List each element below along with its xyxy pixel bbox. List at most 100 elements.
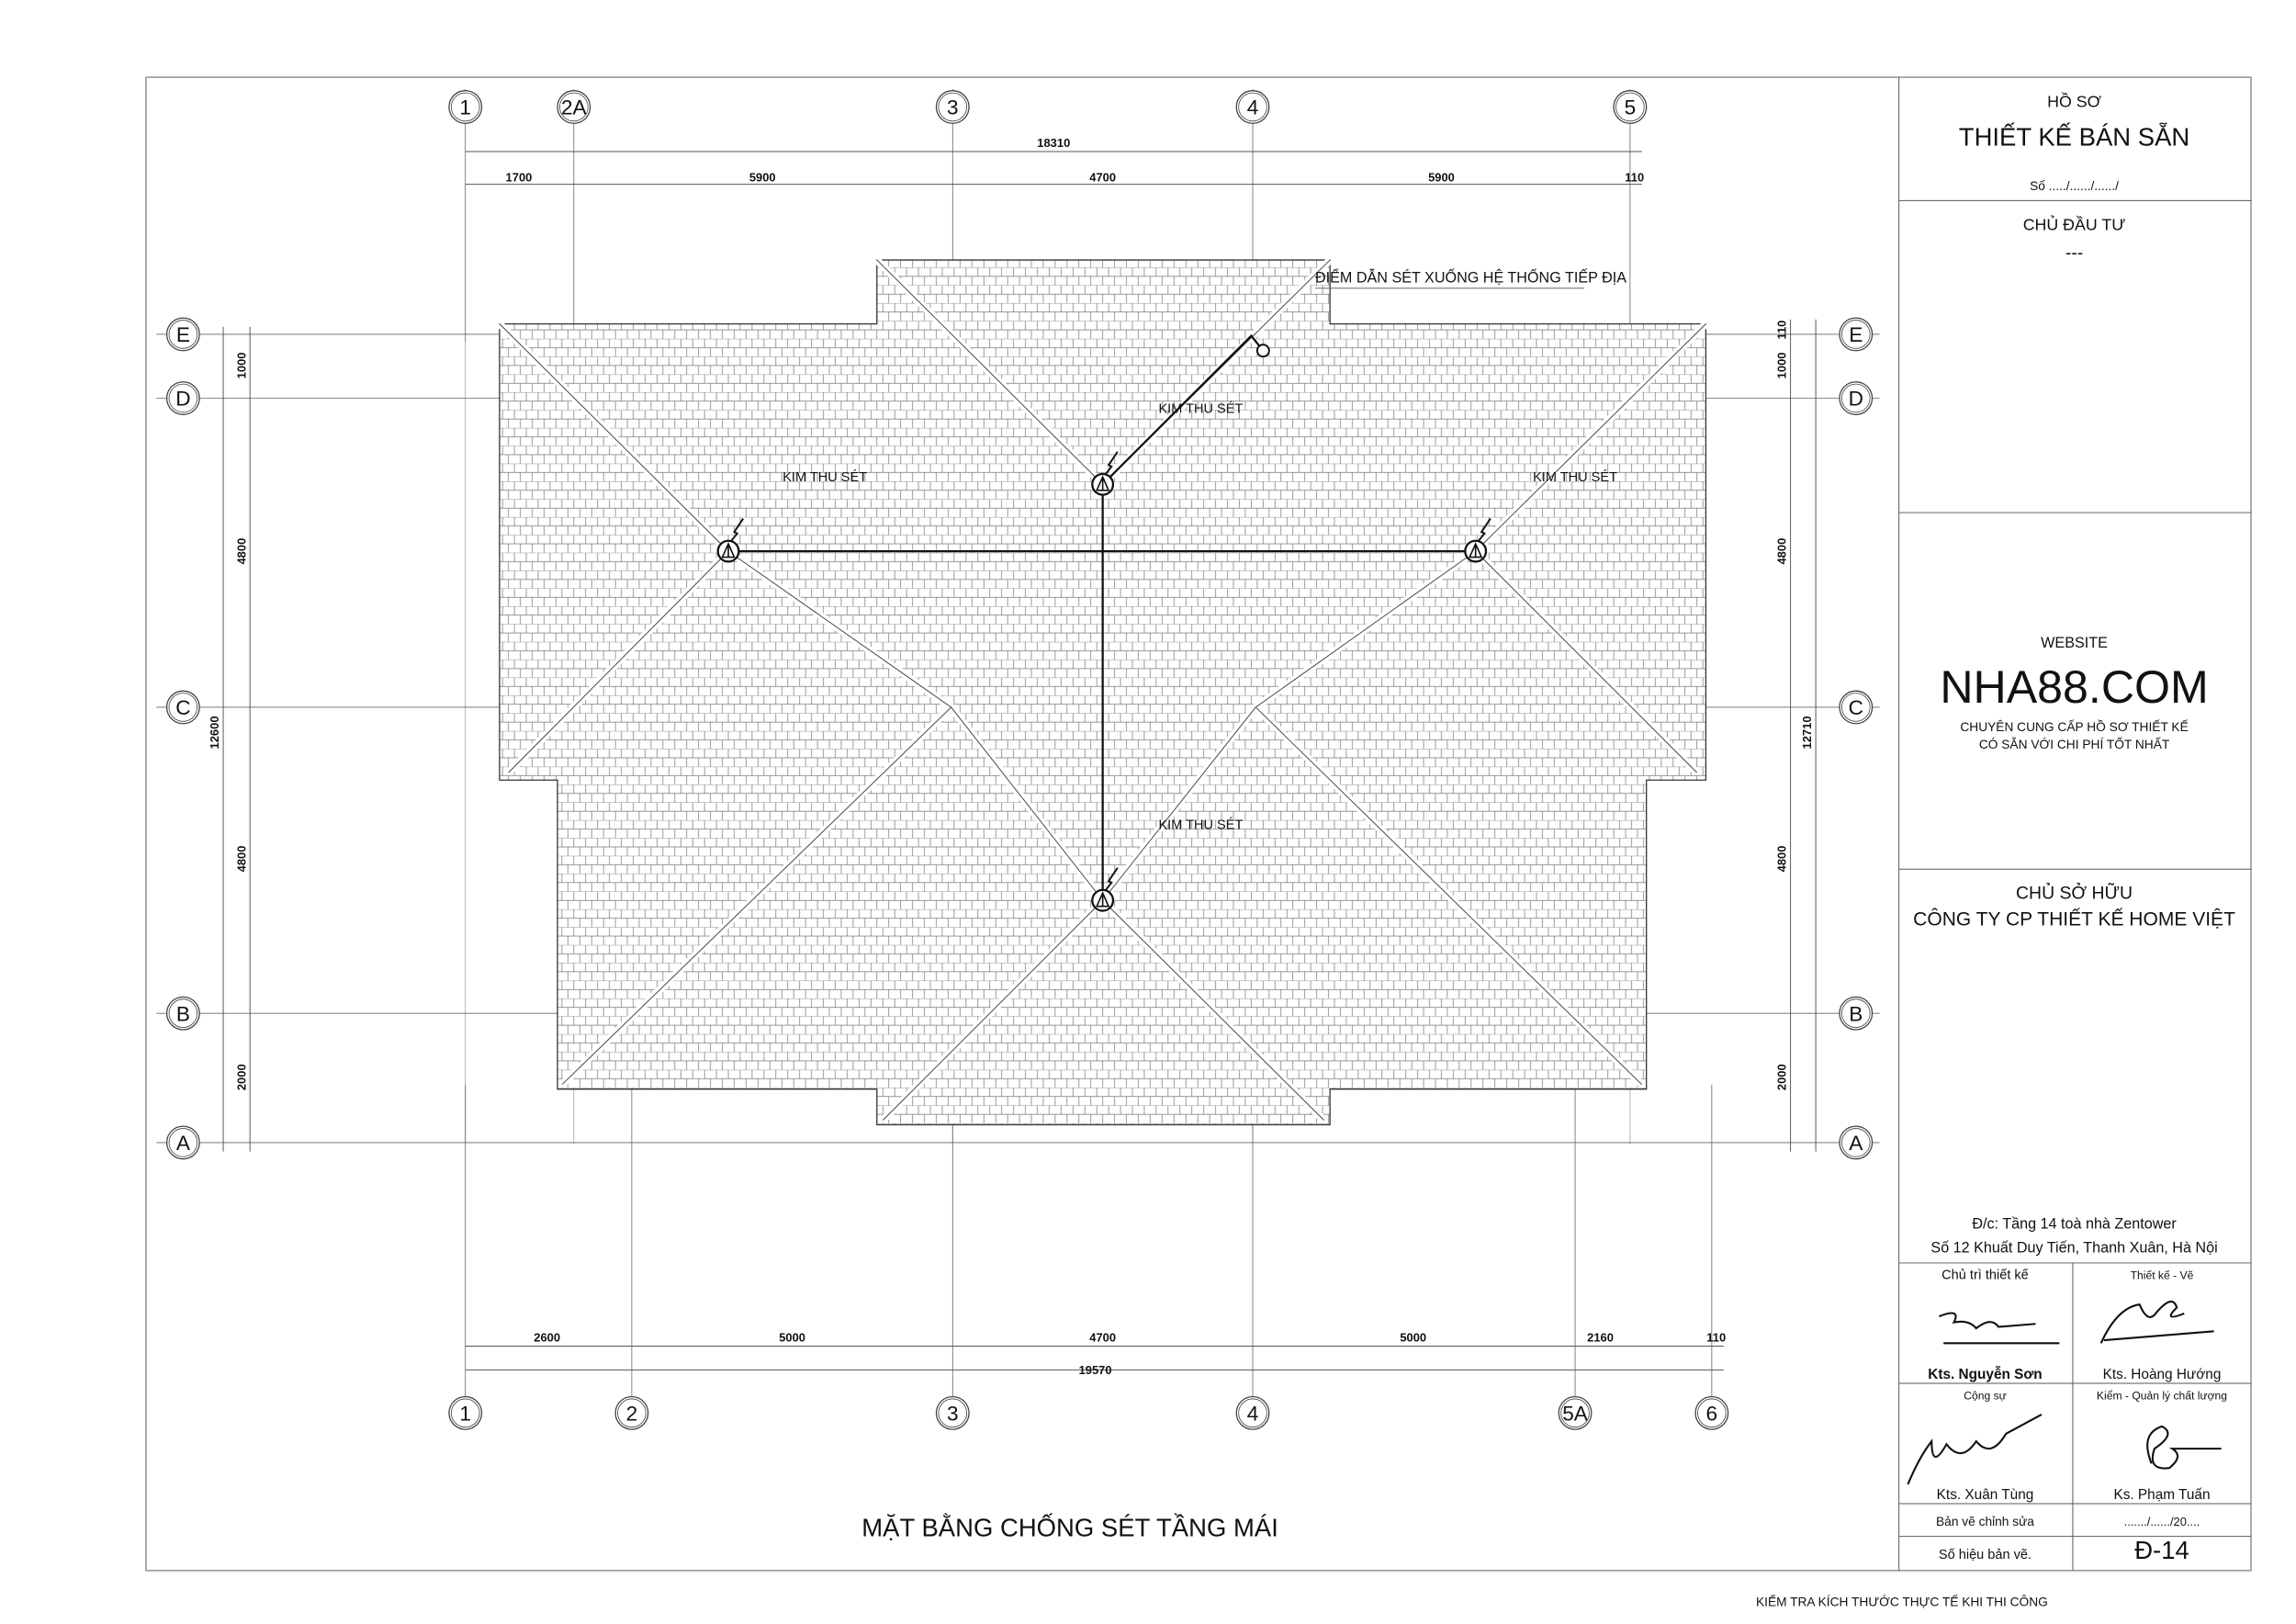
dimension-segment: 4800 [1775,846,1789,873]
grid-bubble-right: C [1839,690,1874,725]
grid-label: D [1849,388,1863,411]
grid-label: D [175,388,190,411]
lightning-rod-icon [1091,867,1119,912]
drawing-title: MẶT BẰNG CHỐNG SÉT TẦNG MÁI [861,1513,1278,1542]
grid-bubble-right: A [1839,1125,1874,1160]
rod-label-bottom: KIM THU SÉT [1158,818,1243,833]
grid-label: 4 [1247,96,1259,119]
grid-label: 6 [1706,1402,1718,1425]
dimension-segment: 4800 [234,538,248,565]
dimension-segment: 2160 [1587,1331,1614,1345]
dimension-segment: 5000 [1400,1331,1426,1345]
grid-label: E [176,323,190,346]
dimension-segment: 5900 [1428,170,1455,184]
grid-bubble-left: C [165,690,200,725]
address-line-2: Số 12 Khuất Duy Tiến, Thanh Xuân, Hà Nội [1930,1240,2217,1257]
sheet-number: Đ-14 [2134,1536,2189,1564]
grid-label: B [1849,1002,1863,1025]
grid-label: C [1849,696,1863,719]
investor-label: CHỦ ĐẦU TƯ [2023,215,2126,234]
role-label: Thiết kế - Vẽ [2131,1269,2194,1282]
role-label: Chủ trì thiết kế [1941,1269,2029,1283]
grid-label: 5A [1562,1402,1589,1425]
lightning-rod-icon [1464,517,1491,563]
grid-label: 3 [947,96,959,119]
owner-label: CHỦ SỞ HỮU [2016,882,2133,904]
title-block: HỒ SƠ THIẾT KẾ BÁN SẴN Số ...../....../.… [1898,91,2252,1571]
rod-label-left: KIM THU SÉT [782,469,867,485]
website: NHA88.COM [1940,661,2208,713]
grid-bubble-right: E [1839,317,1874,352]
grid-bubble-bottom: 6 [1694,1395,1729,1430]
grid-label: 1 [459,1402,471,1425]
grid-bubble-left: D [165,381,200,415]
dimension-segment: 1700 [506,170,533,184]
dimension-segment: 2000 [1775,1064,1789,1090]
grid-bubble-left: E [165,317,200,352]
grid-bubble-bottom: 5A [1558,1395,1593,1430]
owner-name: CÔNG TY CP THIẾT KẾ HOME VIỆT [1913,909,2235,930]
dimension-segment: 110 [1706,1331,1726,1345]
grid-label: 1 [459,96,471,119]
address-line-1: Đ/c: Tầng 14 toà nhà Zentower [1972,1216,2177,1233]
grid-label: 5 [1625,96,1637,119]
grid-label: B [176,1002,190,1025]
grid-bubble-top: 4 [1235,90,1270,124]
dimension-total: 12710 [1800,716,1814,749]
dimension-segment: 1000 [234,353,248,379]
dimension-total: 18310 [1037,136,1070,150]
ground-point-icon [1255,344,1270,358]
lightning-rod-icon [1091,451,1119,496]
signature-icon [1907,1300,2222,1485]
grid-bubble-bottom: 3 [935,1395,970,1430]
role-label: Cộng sự [1964,1390,2007,1403]
investor-value: --- [2065,242,2083,263]
grid-bubble-top: 3 [935,90,970,124]
grid-label: 2 [626,1402,638,1425]
person-name: Kts. Nguyễn Sơn [1928,1367,2042,1382]
dimension-segment: 4800 [1775,538,1789,565]
person-name: Ks. Phạm Tuấn [2113,1487,2210,1503]
role-label: Kiểm - Quản lý chất lượng [2097,1390,2227,1403]
revision-date: ......./....../20.... [2124,1515,2200,1528]
dossier-label: HỒ SƠ [2047,91,2101,110]
dimension-segment: 2000 [234,1064,248,1090]
grid-label: C [175,696,190,719]
dimension-segment: 4700 [1089,170,1116,184]
sheet-number-label: Số hiệu bản vẽ. [1939,1548,2032,1562]
tagline-2: CÓ SẴN VỚI CHI PHÍ TỐT NHẤT [1979,736,2170,751]
sheet-frame [145,76,2252,1572]
dimension-segment: 4800 [234,846,248,873]
dimension-segment: 1000 [1775,353,1789,379]
grid-label: A [1849,1132,1863,1155]
grid-label: 2A [561,96,588,119]
grid-label: A [176,1132,191,1155]
grid-bubble-bottom: 1 [448,1395,483,1430]
grid-bubble-top: 1 [448,90,483,124]
grid-bubble-bottom: 2 [614,1395,649,1430]
lightning-rod-icon [716,517,745,563]
dimension-total: 19570 [1079,1363,1112,1377]
grid-bubble-top: 5 [1613,90,1648,124]
grid-bubble-left: A [165,1125,200,1160]
person-name: Kts. Hoàng Hướng [2103,1367,2222,1382]
dimension-segment: 5900 [749,170,776,184]
dimension-segment: 110 [1775,321,1789,340]
dossier-number: Số ...../....../....../ [2030,179,2119,193]
grid-bubble-right: B [1839,996,1874,1031]
tagline-1: CHUYÊN CUNG CẤP HỒ SƠ THIẾT KẾ [1960,718,2188,734]
grid-bubble-right: D [1839,381,1874,415]
grid-label: E [1849,323,1863,346]
grid-bubble-left: B [165,996,200,1031]
grid-label: 4 [1247,1402,1259,1425]
rod-label-right: KIM THU SÉT [1533,469,1617,485]
dimension-segment: 2600 [534,1331,560,1345]
dimension-segment: 5000 [779,1331,805,1345]
footer-note: KIỂM TRA KÍCH THƯỚC THỰC TẾ KHI THI CÔNG [1756,1594,2048,1609]
dimension-segment: 110 [1625,170,1644,184]
grid-label: 3 [947,1402,959,1425]
ground-callout: ĐIỂM DẪN SÉT XUỐNG HỆ THỐNG TIẾP ĐỊA [1315,267,1626,286]
dimension-segment: 4700 [1089,1331,1116,1345]
website-label: WEBSITE [2041,635,2108,651]
